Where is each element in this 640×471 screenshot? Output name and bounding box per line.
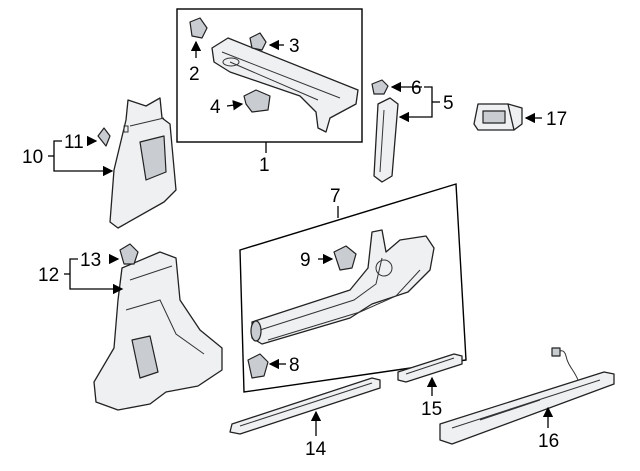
scuff-plate-icon <box>250 229 435 345</box>
bracket-5-6 <box>398 86 440 123</box>
callout-12: 12 <box>38 265 59 286</box>
callout-7: 7 <box>330 186 341 207</box>
callout-15: 15 <box>421 399 442 420</box>
vent-grille-icon <box>473 103 542 131</box>
callout-8: 8 <box>289 355 300 376</box>
callout-9: 9 <box>300 250 311 271</box>
b-pillar-trim-icon <box>373 97 399 183</box>
sill-plate-icon <box>229 377 381 436</box>
clip-11-icon <box>86 127 111 147</box>
callout-5: 5 <box>443 93 454 114</box>
lower-quarter-trim-icon <box>93 251 223 411</box>
bracket-10-11 <box>48 140 114 177</box>
callout-4: 4 <box>210 97 221 118</box>
callout-2: 2 <box>189 64 200 85</box>
callout-13: 13 <box>80 250 101 271</box>
callout-3: 3 <box>289 36 300 57</box>
callout-11: 11 <box>64 132 84 153</box>
callout-1: 1 <box>259 155 270 176</box>
clip-4-icon <box>226 89 271 113</box>
callout-10: 10 <box>22 147 43 168</box>
illuminated-sill-plate-icon <box>439 347 615 445</box>
sill-plate-small-icon <box>397 353 463 396</box>
clip-3-icon <box>249 32 284 51</box>
clip-6-icon <box>371 79 422 95</box>
upper-quarter-trim-icon <box>109 97 177 229</box>
callout-14: 14 <box>305 439 327 460</box>
callout-17: 17 <box>546 109 567 130</box>
clip-9-icon <box>318 245 357 271</box>
clip-13-icon <box>108 243 139 265</box>
callout-16: 16 <box>538 431 559 452</box>
callout-6: 6 <box>411 78 422 99</box>
a-pillar-trim-icon <box>211 37 359 133</box>
bracket-12-13 <box>64 258 124 295</box>
clip-8-icon <box>247 353 286 379</box>
clip-2-icon <box>189 17 208 58</box>
